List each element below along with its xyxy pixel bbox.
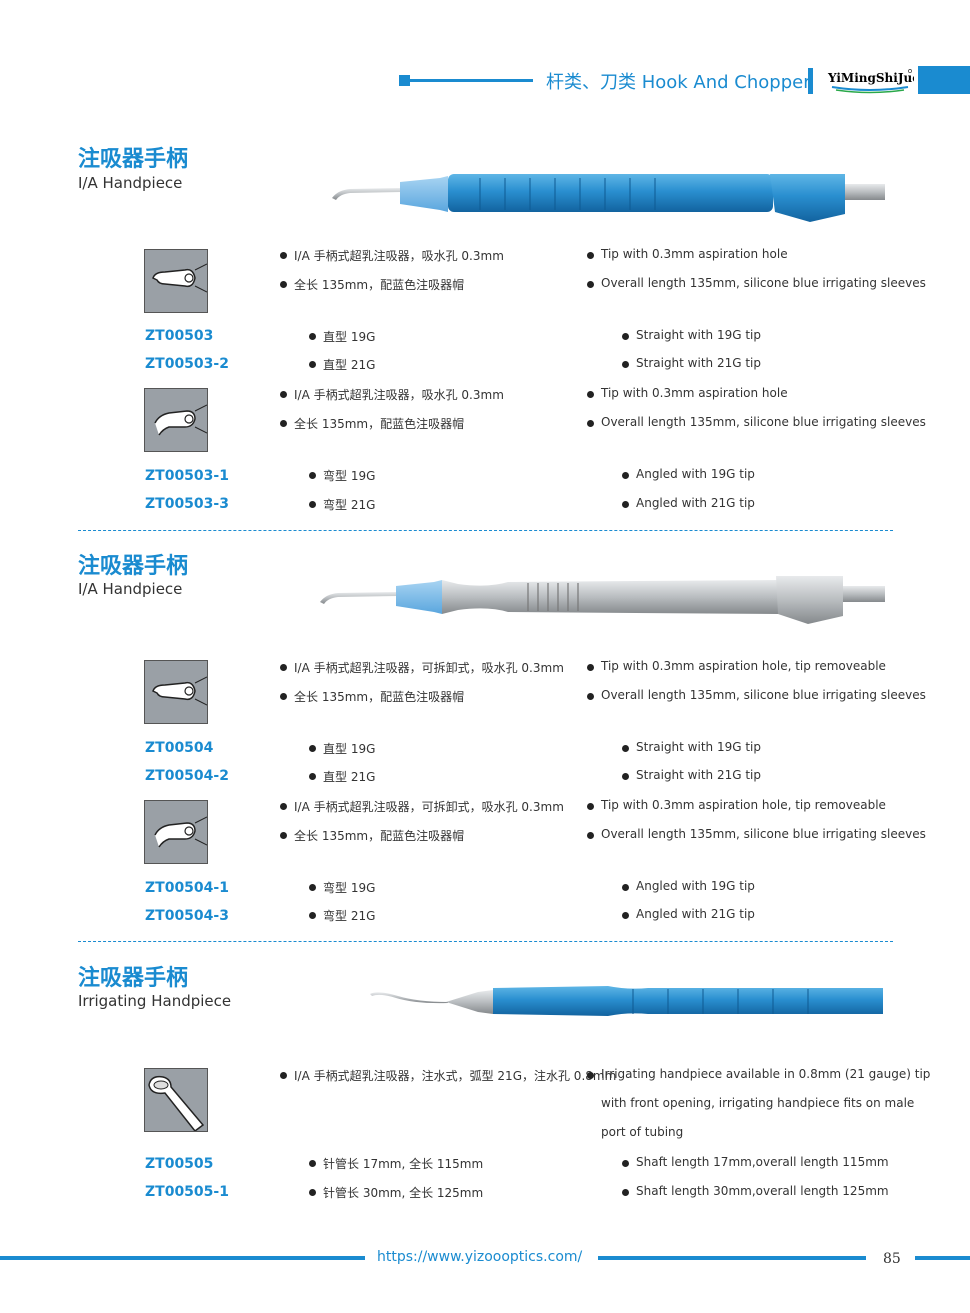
spec-en-continued: port of tubing: [601, 1125, 684, 1139]
variant-cn: 直型 19G: [309, 328, 375, 345]
variant-en: Straight with 19G tip: [622, 328, 761, 342]
spec-cn: 全长 135mm，配蓝色注吸器帽: [280, 688, 464, 705]
variant-cn: 直型 19G: [309, 740, 375, 757]
variant-en: Angled with 19G tip: [622, 467, 755, 481]
variant-cn: 直型 21G: [309, 768, 375, 785]
variant-en: Straight with 21G tip: [622, 768, 761, 782]
variant-en: Angled with 21G tip: [622, 907, 755, 921]
product-code: ZT00503-1: [145, 468, 229, 484]
spec-en: Tip with 0.3mm aspiration hole: [587, 386, 788, 400]
header-accent-block: [918, 66, 970, 94]
spec-en: Overall length 135mm, silicone blue irri…: [587, 276, 926, 290]
page-category-title: 杆类、刀类 Hook And Chopper: [546, 72, 811, 93]
variant-en: Shaft length 17mm,overall length 115mm: [622, 1155, 889, 1169]
footer-rule-right: [915, 1256, 970, 1260]
footer-rule-left: [0, 1256, 365, 1260]
tip-closeup-image: [144, 249, 208, 313]
section-title-cn: 注吸器手柄: [78, 147, 189, 172]
tip-closeup-image: [144, 660, 208, 724]
website-link[interactable]: https://www.yizoooptics.com/: [377, 1249, 583, 1265]
spec-en: Overall length 135mm, silicone blue irri…: [587, 688, 926, 702]
section-divider: [78, 530, 893, 531]
svg-text:YiMingShiJue: YiMingShiJue: [827, 71, 914, 85]
variant-en: Angled with 19G tip: [622, 879, 755, 893]
spec-cn: I/A 手柄式超乳注吸器，注水式，弧型 21G，注水孔 0.8mm: [280, 1067, 616, 1084]
spec-en: Irrigating handpiece available in 0.8mm …: [587, 1067, 930, 1081]
product-code: ZT00503: [145, 328, 214, 344]
product-code: ZT00504: [145, 740, 214, 756]
product-code: ZT00503-2: [145, 356, 229, 372]
variant-cn: 直型 21G: [309, 356, 375, 373]
ia-handpiece-blue-image: [330, 168, 890, 228]
variant-en: Straight with 21G tip: [622, 356, 761, 370]
tip-closeup-image: [144, 1068, 208, 1132]
tip-closeup-image: [144, 800, 208, 864]
product-code: ZT00504-3: [145, 908, 229, 924]
product-code: ZT00503-3: [145, 496, 229, 512]
header-divider: [808, 68, 813, 94]
variant-cn: 针管长 17mm, 全长 115mm: [309, 1155, 483, 1172]
section-title-cn: 注吸器手柄: [78, 554, 189, 579]
section-divider: [78, 941, 893, 942]
spec-cn: I/A 手柄式超乳注吸器，吸水孔 0.3mm: [280, 386, 504, 403]
spec-cn: I/A 手柄式超乳注吸器，可拆卸式，吸水孔 0.3mm: [280, 798, 564, 815]
spec-en: Tip with 0.3mm aspiration hole, tip remo…: [587, 798, 886, 812]
page-number: 85: [883, 1251, 901, 1267]
spec-cn: 全长 135mm，配蓝色注吸器帽: [280, 415, 464, 432]
spec-cn: 全长 135mm，配蓝色注吸器帽: [280, 827, 464, 844]
product-code: ZT00504-1: [145, 880, 229, 896]
spec-cn: 全长 135mm，配蓝色注吸器帽: [280, 276, 464, 293]
spec-en-continued: with front opening, irrigating handpiece…: [601, 1096, 915, 1110]
spec-en: Overall length 135mm, silicone blue irri…: [587, 415, 926, 429]
irrigating-handpiece-image: [368, 982, 888, 1022]
product-code: ZT00504-2: [145, 768, 229, 784]
spec-cn: I/A 手柄式超乳注吸器，吸水孔 0.3mm: [280, 247, 504, 264]
variant-en: Shaft length 30mm,overall length 125mm: [622, 1184, 889, 1198]
product-code: ZT00505-1: [145, 1184, 229, 1200]
section-title-cn: 注吸器手柄: [78, 966, 189, 991]
variant-en: Straight with 19G tip: [622, 740, 761, 754]
variant-cn: 弯型 19G: [309, 879, 375, 896]
header-square-marker: [399, 75, 410, 86]
product-code: ZT00505: [145, 1156, 214, 1172]
header-rule: [410, 79, 533, 82]
spec-en: Tip with 0.3mm aspiration hole: [587, 247, 788, 261]
spec-cn: I/A 手柄式超乳注吸器，可拆卸式，吸水孔 0.3mm: [280, 659, 564, 676]
variant-cn: 针管长 30mm, 全长 125mm: [309, 1184, 483, 1201]
section-title-en: I/A Handpiece: [78, 580, 183, 598]
tip-closeup-image: [144, 388, 208, 452]
section-title-en: Irrigating Handpiece: [78, 992, 232, 1010]
footer-rule-middle: [598, 1256, 866, 1260]
variant-cn: 弯型 21G: [309, 907, 375, 924]
ia-handpiece-steel-image: [318, 570, 890, 630]
variant-en: Angled with 21G tip: [622, 496, 755, 510]
section-title-en: I/A Handpiece: [78, 174, 183, 192]
variant-cn: 弯型 19G: [309, 467, 375, 484]
brand-logo: YiMingShiJue: [826, 66, 920, 94]
variant-cn: 弯型 21G: [309, 496, 375, 513]
spec-en: Tip with 0.3mm aspiration hole, tip remo…: [587, 659, 886, 673]
spec-en: Overall length 135mm, silicone blue irri…: [587, 827, 926, 841]
